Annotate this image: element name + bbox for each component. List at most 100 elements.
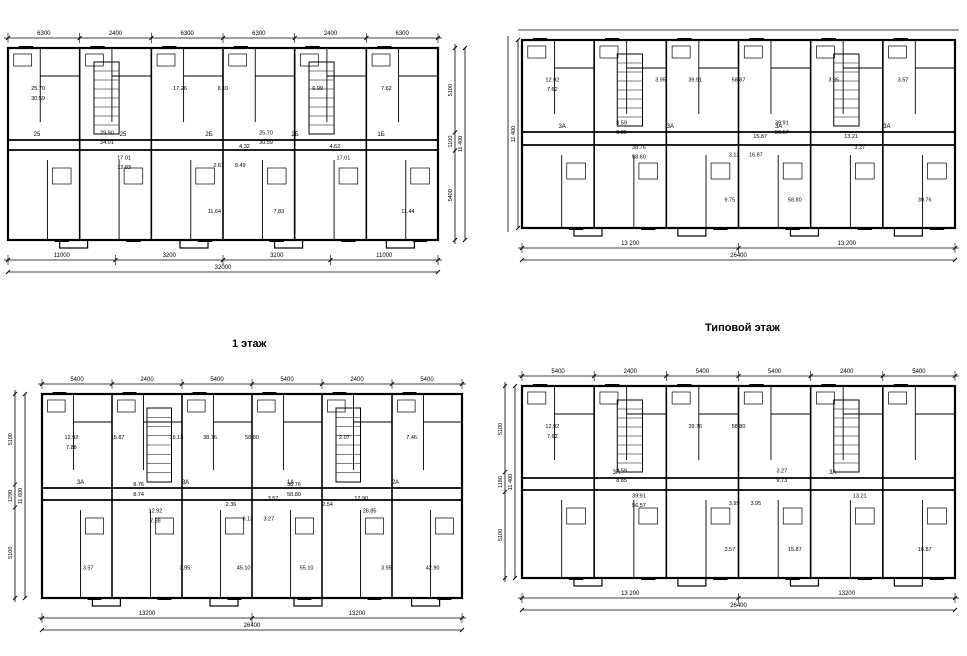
furniture bbox=[52, 167, 72, 185]
furniture bbox=[117, 399, 136, 413]
top-dimension-label: 5400 bbox=[280, 377, 294, 383]
furniture bbox=[888, 391, 907, 405]
room-area-label: 8.85 bbox=[616, 130, 627, 136]
room-area-label: 4.32 bbox=[239, 144, 250, 150]
bottom-dimension-label: 13200 bbox=[349, 611, 366, 617]
furniture bbox=[225, 517, 244, 535]
room-area-label: 3.57 bbox=[724, 547, 735, 553]
room-area-label: 7.62 bbox=[381, 86, 392, 92]
apartment-type-label: 2А bbox=[392, 480, 399, 486]
room-area-label: 58.80 bbox=[287, 492, 301, 498]
room-area-label: 58.80 bbox=[245, 435, 259, 441]
top-dimension-label: 2400 bbox=[840, 369, 854, 375]
room-area-label: 8.76 bbox=[133, 482, 144, 488]
balcony bbox=[893, 577, 923, 587]
side-total-label: 11 400 bbox=[511, 126, 517, 142]
furniture bbox=[638, 162, 659, 180]
room-area-label: 13.21 bbox=[853, 493, 867, 499]
balcony bbox=[385, 239, 415, 249]
furniture bbox=[295, 517, 314, 535]
balcony bbox=[58, 239, 89, 249]
room-area-label: 39.76 bbox=[918, 198, 932, 204]
room-area-label: 2.36 bbox=[226, 502, 237, 508]
room-area-label: 2.54 bbox=[322, 502, 333, 508]
dimension-tick bbox=[12, 595, 18, 601]
room-area-label: 12.83 bbox=[117, 165, 131, 171]
top-dimension-label: 5400 bbox=[696, 369, 710, 375]
top-dimension-label: 2400 bbox=[109, 31, 123, 37]
apartment-type-label: 3А bbox=[829, 470, 836, 476]
room-area-label: 58.80 bbox=[732, 424, 746, 430]
balcony bbox=[789, 577, 820, 587]
balcony bbox=[893, 227, 923, 237]
room-area-label: 11.44 bbox=[401, 209, 414, 215]
dimension-tick bbox=[502, 489, 508, 495]
apartment-type-label: 3А bbox=[775, 124, 782, 130]
apartment-type-label: 1А bbox=[287, 480, 294, 486]
room-area-label: 8.59 bbox=[616, 468, 627, 474]
dimension-tick bbox=[512, 383, 518, 389]
bottom-dimension-label: 13 200 bbox=[621, 241, 640, 247]
room-area-label: 8.59 bbox=[616, 121, 627, 127]
room-area-label: 3.95 bbox=[828, 77, 839, 83]
room-area-label: 12.90 bbox=[354, 496, 368, 502]
furniture bbox=[710, 162, 731, 180]
furniture bbox=[927, 507, 947, 525]
room-area-label: 34.01 bbox=[100, 140, 114, 146]
furniture bbox=[855, 162, 875, 180]
furniture bbox=[338, 167, 359, 185]
room-area-label: 8.85 bbox=[616, 478, 627, 484]
room-area-label: 12.92 bbox=[65, 435, 79, 441]
dimension-tick bbox=[12, 505, 18, 510]
furniture bbox=[527, 391, 547, 405]
room-area-label: 15.87 bbox=[788, 547, 802, 553]
total-dimension-label: 26400 bbox=[730, 603, 747, 609]
room-area-label: 3.95 bbox=[750, 501, 761, 507]
furniture bbox=[527, 45, 547, 59]
balcony bbox=[274, 239, 304, 249]
room-area-label: 42.90 bbox=[426, 565, 440, 571]
room-area-label: 56.57 bbox=[775, 130, 789, 136]
bottom-dimension-label: 3200 bbox=[270, 253, 284, 259]
dimension-tick bbox=[519, 257, 525, 263]
room-area-label: 3.27 bbox=[776, 468, 787, 474]
room-area-label: 7.88 bbox=[150, 519, 161, 525]
total-dimension-label: 26400 bbox=[244, 623, 261, 629]
furniture bbox=[123, 167, 144, 185]
top-dimension-label: 5400 bbox=[551, 369, 565, 375]
dimension-tick bbox=[22, 595, 28, 601]
furniture bbox=[710, 507, 731, 525]
room-area-label: 7.62 bbox=[547, 87, 558, 93]
side-total-label: 11 600 bbox=[18, 488, 24, 504]
room-area-label: 39.91 bbox=[632, 493, 646, 499]
room-area-label: 9.75 bbox=[724, 198, 735, 204]
room-area-label: 8.10 bbox=[218, 86, 229, 92]
furniture bbox=[743, 391, 763, 405]
room-area-label: 7.83 bbox=[274, 209, 285, 215]
top-dimension-label: 6300 bbox=[180, 31, 194, 37]
room-area-label: 38.76 bbox=[203, 435, 217, 441]
room-area-label: 4.62 bbox=[329, 144, 340, 150]
side-dimension-label: 1100 bbox=[448, 136, 454, 148]
room-area-label: 16.13 bbox=[170, 435, 184, 441]
apartment-type-label: 2Б bbox=[291, 132, 298, 138]
dimension-tick bbox=[519, 607, 525, 613]
top-dimension-label: 5400 bbox=[912, 369, 926, 375]
room-area-label: 3.27 bbox=[263, 516, 274, 522]
balcony bbox=[573, 577, 603, 587]
furniture bbox=[782, 162, 803, 180]
apartment-type-label: 2Б bbox=[205, 132, 212, 138]
room-area-label: 38.76 bbox=[632, 145, 646, 151]
top-dimension-label: 5400 bbox=[768, 369, 782, 375]
balcony bbox=[411, 597, 441, 607]
dimension-tick bbox=[462, 45, 468, 51]
top-dimension-label: 6300 bbox=[395, 31, 409, 37]
side-total-label: 11 400 bbox=[458, 136, 464, 152]
room-area-label: 3.27 bbox=[854, 145, 865, 151]
dimension-tick bbox=[452, 130, 458, 135]
dimension-tick bbox=[452, 45, 458, 51]
apartment-type-label: 3А bbox=[667, 124, 674, 130]
